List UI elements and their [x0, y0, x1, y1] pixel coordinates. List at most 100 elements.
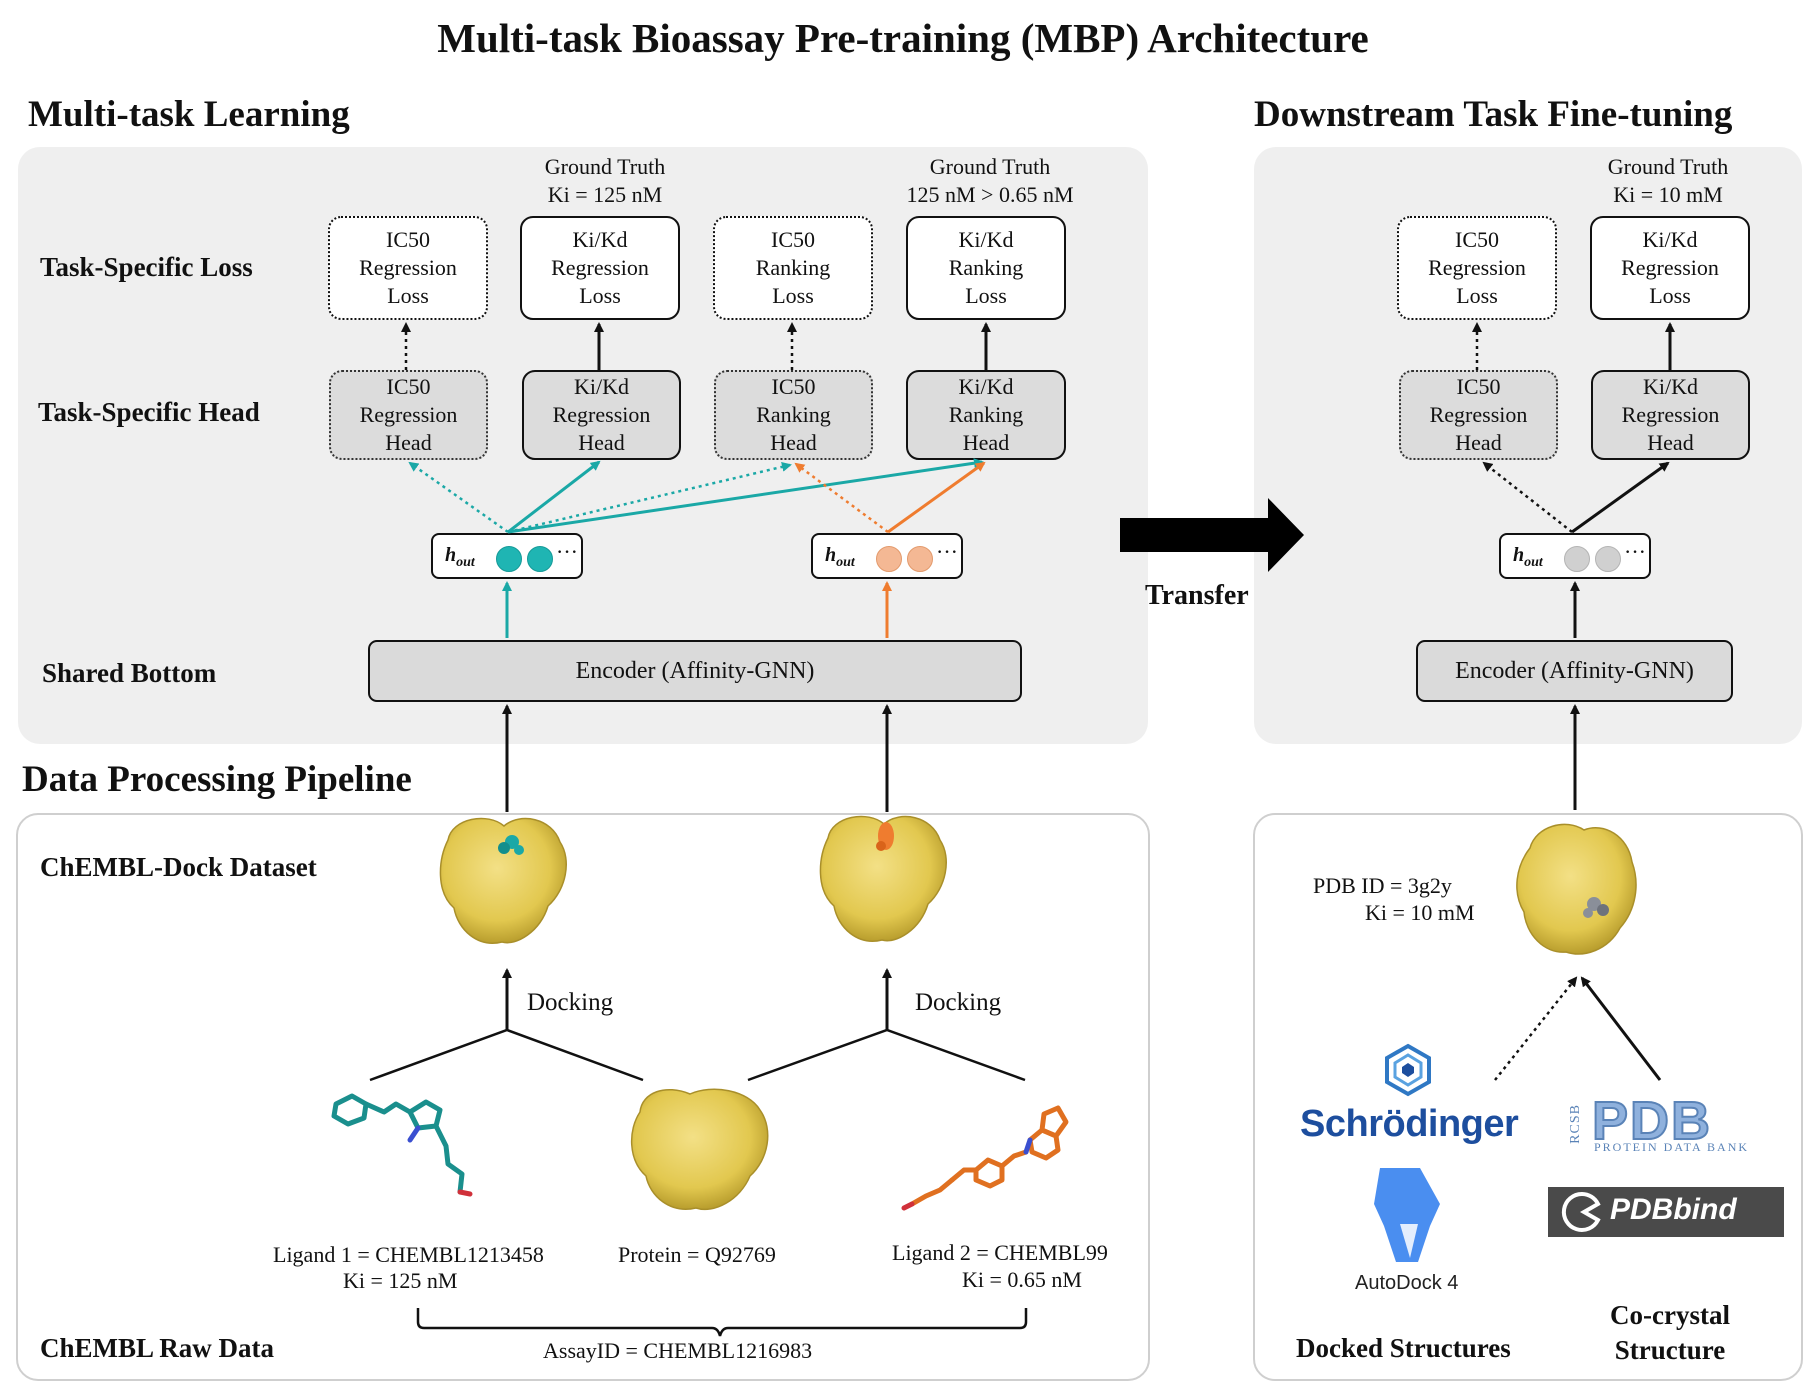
embedding-dot — [527, 546, 553, 572]
docking-tree-right — [747, 1028, 1026, 1082]
ligand1-name: Ligand 1 = CHEMBL1213458 — [273, 1242, 544, 1267]
ellipsis: ··· — [556, 539, 578, 564]
protein-complex-grey — [1516, 823, 1637, 955]
ligand2-ki: Ki = 0.65 nM — [962, 1267, 1082, 1292]
docking-label-right: Docking — [915, 989, 1002, 1016]
protein-label: Protein = Q92769 — [618, 1242, 776, 1267]
box-line: Regression — [1621, 255, 1719, 280]
hout-sub: out — [456, 555, 475, 570]
ellipsis: ··· — [1624, 539, 1646, 564]
pdbbind-logo: PDBbind — [1548, 1187, 1784, 1237]
ligand2-name: Ligand 2 = CHEMBL99 — [892, 1240, 1108, 1265]
box-line: Head — [1647, 430, 1694, 455]
row-label-bottom: Shared Bottom — [42, 658, 217, 688]
hout-vector-teal: hout ··· — [431, 533, 583, 579]
ground-truth-value: Ki = 125 nM — [547, 182, 663, 207]
box-line: Ranking — [948, 402, 1024, 427]
raw-data-label: ChEMBL Raw Data — [40, 1333, 275, 1363]
transfer-arrow — [1120, 498, 1304, 572]
ground-truth-value: 125 nM > 0.65 nM — [906, 182, 1074, 207]
orange-arrow-to-ic50-rank — [794, 462, 889, 534]
ground-truth-title: Ground Truth — [544, 154, 666, 179]
teal-arrow-to-kikd-reg — [507, 460, 601, 534]
ft-arrow-to-ic50-head — [1482, 461, 1573, 533]
box-line: Ranking — [755, 255, 831, 280]
ft-arrow-to-kikd-head — [1571, 461, 1670, 534]
protein-apo — [630, 1088, 769, 1211]
box-line: IC50 — [771, 227, 815, 252]
hout-vector-grey: hout ··· — [1499, 533, 1651, 579]
protein-complex-orange — [819, 815, 947, 942]
hout-h: h — [1513, 544, 1525, 566]
box-line: Loss — [1649, 283, 1691, 308]
assay-brace — [416, 1308, 1028, 1337]
hout-sub: out — [1524, 555, 1543, 570]
ground-truth-value: Ki = 10 mM — [1613, 182, 1723, 207]
section-pipeline-title: Data Processing Pipeline — [22, 759, 412, 800]
section-downstream-title: Downstream Task Fine-tuning — [1254, 94, 1733, 135]
downstream-ki-label: Ki = 10 mM — [1365, 900, 1475, 925]
docked-structures-label: Docked Structures — [1296, 1333, 1511, 1363]
embedding-dot — [1564, 546, 1590, 572]
box-line: Regression — [1429, 402, 1528, 427]
hout-h: h — [825, 544, 837, 566]
box-line: Ki/Kd — [572, 227, 628, 252]
section-multitask-title: Multi-task Learning — [28, 94, 350, 135]
box-line: Ki/Kd — [574, 374, 629, 399]
box-line: Regression — [1428, 255, 1526, 280]
ellipsis: ··· — [936, 539, 958, 564]
autodock-emblem-icon — [1374, 1168, 1440, 1262]
box-line: Loss — [579, 283, 621, 308]
box-line: Ki/Kd — [958, 227, 1014, 252]
pdbbind-text: PDBbind — [1610, 1193, 1737, 1226]
box-line: Regression — [551, 255, 649, 280]
cocrystal-line: Structure — [1614, 1335, 1726, 1365]
box-line: Ki/Kd — [1643, 374, 1698, 399]
ground-truth-title: Ground Truth — [1607, 154, 1729, 179]
pdb-id-label: PDB ID = 3g2y — [1313, 873, 1452, 898]
pdbbind-icon — [1561, 1191, 1601, 1232]
row-label-head: Task-Specific Head — [38, 397, 260, 427]
box-line: IC50 — [771, 374, 816, 399]
shared-encoder: Encoder (Affinity-GNN) — [368, 640, 1022, 702]
box-line: Loss — [387, 283, 429, 308]
embedding-dot — [876, 546, 902, 572]
cocrystal-line: Co-crystal — [1610, 1300, 1730, 1330]
main-title: Multi-task Bioassay Pre-training (MBP) A… — [437, 15, 1369, 61]
box-line: Head — [770, 430, 817, 455]
rcsb-pdb-logo: RCSB PDB PROTEIN DATA BANK — [1568, 1090, 1766, 1156]
ground-truth-ranking: Ground Truth 125 nM > 0.65 nM — [880, 153, 1100, 209]
ligand1-ki: Ki = 125 nM — [343, 1268, 458, 1293]
ground-truth-finetune: Ground Truth Ki = 10 mM — [1568, 153, 1768, 209]
transfer-label: Transfer — [1145, 580, 1249, 611]
arrow-docked-to-complex — [1494, 976, 1578, 1081]
cocrystal-label: Co-crystal Structure — [1600, 1298, 1740, 1368]
schrodinger-emblem-icon — [1385, 1043, 1431, 1097]
autodock-logo-text: AutoDock 4 — [1355, 1272, 1459, 1294]
hout-h: h — [445, 544, 457, 566]
teal-arrow-to-kikd-rank — [507, 458, 984, 534]
pdb-text: PDB — [1591, 1090, 1713, 1152]
assay-id: AssayID = CHEMBL1216983 — [543, 1338, 813, 1363]
box-line: Loss — [965, 283, 1007, 308]
arrow-cocrystal-to-complex — [1580, 976, 1662, 1081]
box-line: IC50 — [1455, 227, 1499, 252]
box-line: Head — [578, 430, 625, 455]
orange-arrow-to-kikd-rank — [887, 461, 986, 534]
protein-complex-teal — [439, 817, 567, 944]
dataset-label: ChEMBL-Dock Dataset — [40, 852, 317, 882]
box-line: Regression — [552, 402, 651, 427]
box-line: Ranking — [948, 255, 1024, 280]
pdb-subtitle: PROTEIN DATA BANK — [1594, 1140, 1750, 1154]
